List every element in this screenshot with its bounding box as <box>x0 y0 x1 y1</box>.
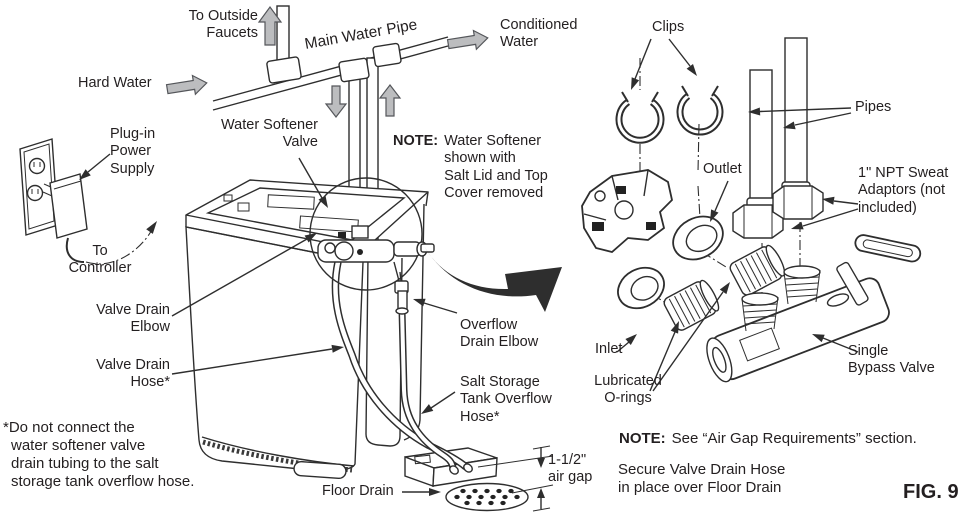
hose-end <box>449 465 459 475</box>
air-gap-dimension <box>477 445 554 512</box>
figure-number: FIG. 9 <box>903 481 959 503</box>
floor-drain-art <box>404 447 529 512</box>
magnifier-arrow-icon <box>424 246 562 312</box>
label-valve-drain-hose: Valve Drain Hose* <box>96 357 170 391</box>
leader-arrows <box>79 38 859 496</box>
label-pipes: Pipes <box>855 99 892 115</box>
drain-hoses-art <box>331 261 473 475</box>
label-plug-in-power-supply: Plug-in Power Supply <box>110 126 156 177</box>
label-valve-drain-elbow: Valve Drain Elbow <box>96 302 170 336</box>
label-overflow-drain-elbow: Overflow Drain Elbow <box>460 317 539 351</box>
flow-arrow-up-faucets-icon <box>257 5 283 46</box>
bypass-handle-art <box>826 234 922 307</box>
flow-arrow-down-icon <box>324 85 348 118</box>
bypass-valve-art <box>706 234 922 383</box>
note-label: NOTE: <box>393 133 439 149</box>
hose-end <box>463 463 473 473</box>
flow-arrow-up-icon <box>378 84 402 117</box>
label-to-controller: To Controller <box>68 243 132 277</box>
label-lubricated-orings: Lubricated O-rings <box>594 373 662 407</box>
label-single-bypass-valve: Single Bypass Valve <box>848 343 935 377</box>
footnote: *Do not connect the water softener valve… <box>3 419 195 490</box>
note-water-softener: NOTE: Water Softener shown with Salt Lid… <box>393 133 578 203</box>
power-outlet-art <box>19 138 157 265</box>
label-salt-storage-tank-overflow-hose: Salt Storage Tank Overflow Hose* <box>460 374 552 425</box>
npt-adaptors-art <box>732 185 824 239</box>
label-inlet: Inlet <box>595 341 623 357</box>
main-water-pipe-art <box>212 5 449 257</box>
note-label: NOTE: <box>619 430 666 447</box>
note-secure-hose: Secure Valve Drain Hose in place over Fl… <box>618 461 786 496</box>
label-outlet: Outlet <box>703 161 742 177</box>
bypass-port-threads <box>741 265 821 332</box>
label-npt-sweat-adaptors: 1" NPT Sweat Adaptors (not included) <box>858 165 949 216</box>
note-text: Water Softener shown with Salt Lid and T… <box>444 133 548 202</box>
flow-arrows <box>165 5 489 118</box>
label-floor-drain: Floor Drain <box>322 483 394 499</box>
label-to-outside-faucets: To Outside Faucets <box>188 8 258 42</box>
flow-arrow-hard-water-icon <box>165 74 208 96</box>
label-conditioned-water: Conditioned Water <box>500 17 578 51</box>
valve-detail-circle <box>309 177 435 291</box>
clips-art <box>615 85 724 144</box>
label-water-softener-valve: Water Softener Valve <box>221 117 318 151</box>
note-text: See “Air Gap Requirements” section. <box>671 430 917 447</box>
note-air-gap: NOTE: See “Air Gap Requirements” section… <box>619 430 964 448</box>
power-supply-brick <box>49 173 88 239</box>
softener-valve-art <box>581 169 724 310</box>
label-clips: Clips <box>652 19 685 35</box>
label-hard-water: Hard Water <box>78 75 152 91</box>
orings-art <box>663 244 786 331</box>
label-air-gap: 1-1/2" air gap <box>548 452 593 486</box>
flow-arrow-conditioned-icon <box>446 29 489 51</box>
